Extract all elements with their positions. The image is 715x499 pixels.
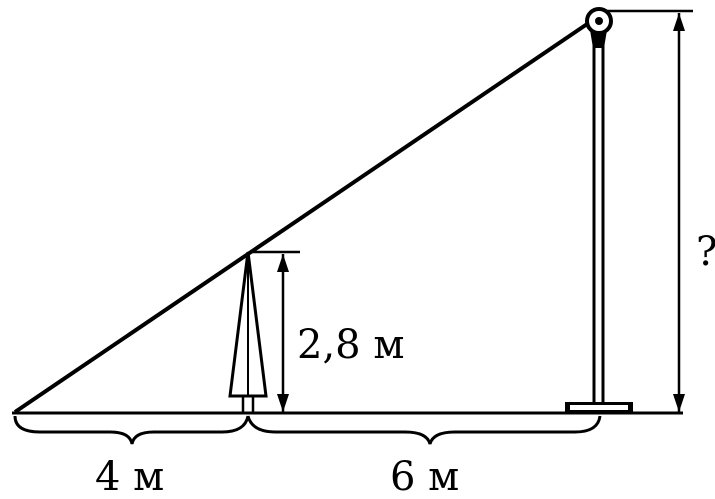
brace-left <box>13 415 250 445</box>
tree <box>228 251 268 415</box>
pulley-bracket <box>590 30 607 48</box>
tree-height-label: 2,8 м <box>297 322 404 368</box>
unknown-height-label: ? <box>696 229 715 275</box>
distance-label-left: 4 м <box>95 454 164 499</box>
tree-trunk <box>241 394 255 415</box>
distance-label-right: 6 м <box>390 454 459 499</box>
pole-shaft <box>592 40 605 406</box>
pole-height-dimension: ? <box>605 9 715 412</box>
sight-line <box>13 16 598 414</box>
pole <box>565 7 633 414</box>
pulley-hub <box>595 17 603 25</box>
brace-right <box>246 415 602 445</box>
tree-height-dimension: 2,8 м <box>250 250 404 412</box>
